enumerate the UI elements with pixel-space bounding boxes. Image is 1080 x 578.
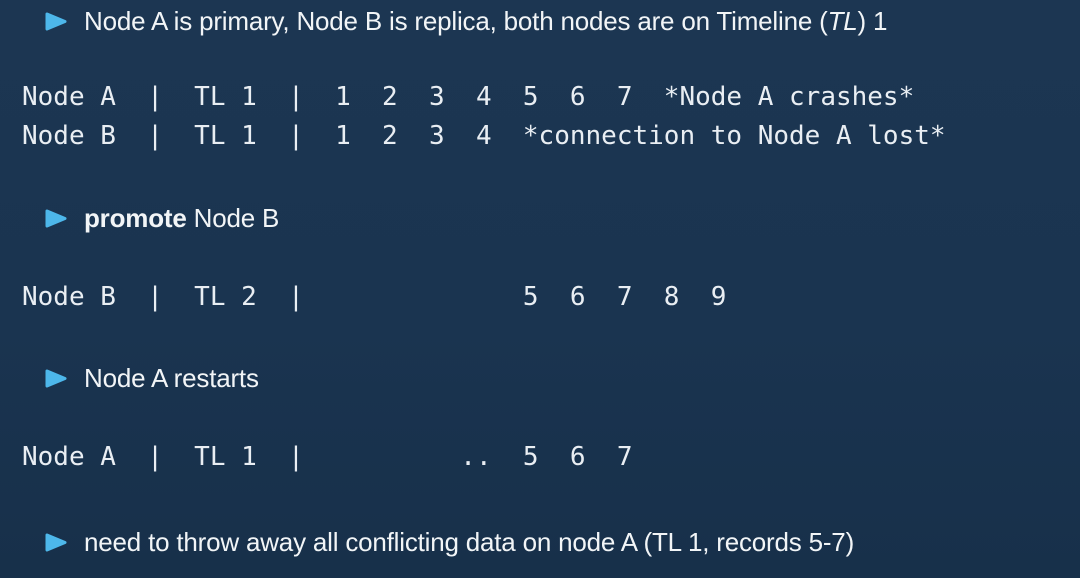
- bullet-text: promote Node B: [84, 203, 280, 233]
- bullet-text: Node A restarts: [84, 363, 259, 393]
- bullet-item-throw-away-data: need to throw away all conflicting data …: [45, 524, 854, 560]
- italic-tl-text: TL: [827, 6, 858, 36]
- bullet-triangle-icon: [45, 209, 67, 227]
- timeline-line-node-a-restarted: Node A | TL 1 | .. 5 6 7: [22, 442, 633, 472]
- bullet-item-timeline-intro: Node A is primary, Node B is replica, bo…: [45, 3, 887, 39]
- timeline-line-node-a-tl1: Node A | TL 1 | 1 2 3 4 5 6 7 *Node A cr…: [22, 82, 915, 112]
- bold-promote-text: promote: [84, 203, 187, 233]
- bullet-item-promote: promote Node B: [45, 200, 279, 236]
- timeline-line-node-b-tl2: Node B | TL 2 | 5 6 7 8 9: [22, 282, 727, 312]
- bullet-text: Node A is primary, Node B is replica, bo…: [84, 6, 888, 36]
- bullet-triangle-icon: [45, 369, 67, 387]
- bullet-item-node-a-restarts: Node A restarts: [45, 360, 259, 396]
- timeline-line-node-b-tl1: Node B | TL 1 | 1 2 3 4 *connection to N…: [22, 121, 946, 151]
- bullet-triangle-icon: [45, 12, 67, 30]
- bullet-text: need to throw away all conflicting data …: [84, 527, 855, 557]
- bullet-triangle-icon: [45, 533, 67, 551]
